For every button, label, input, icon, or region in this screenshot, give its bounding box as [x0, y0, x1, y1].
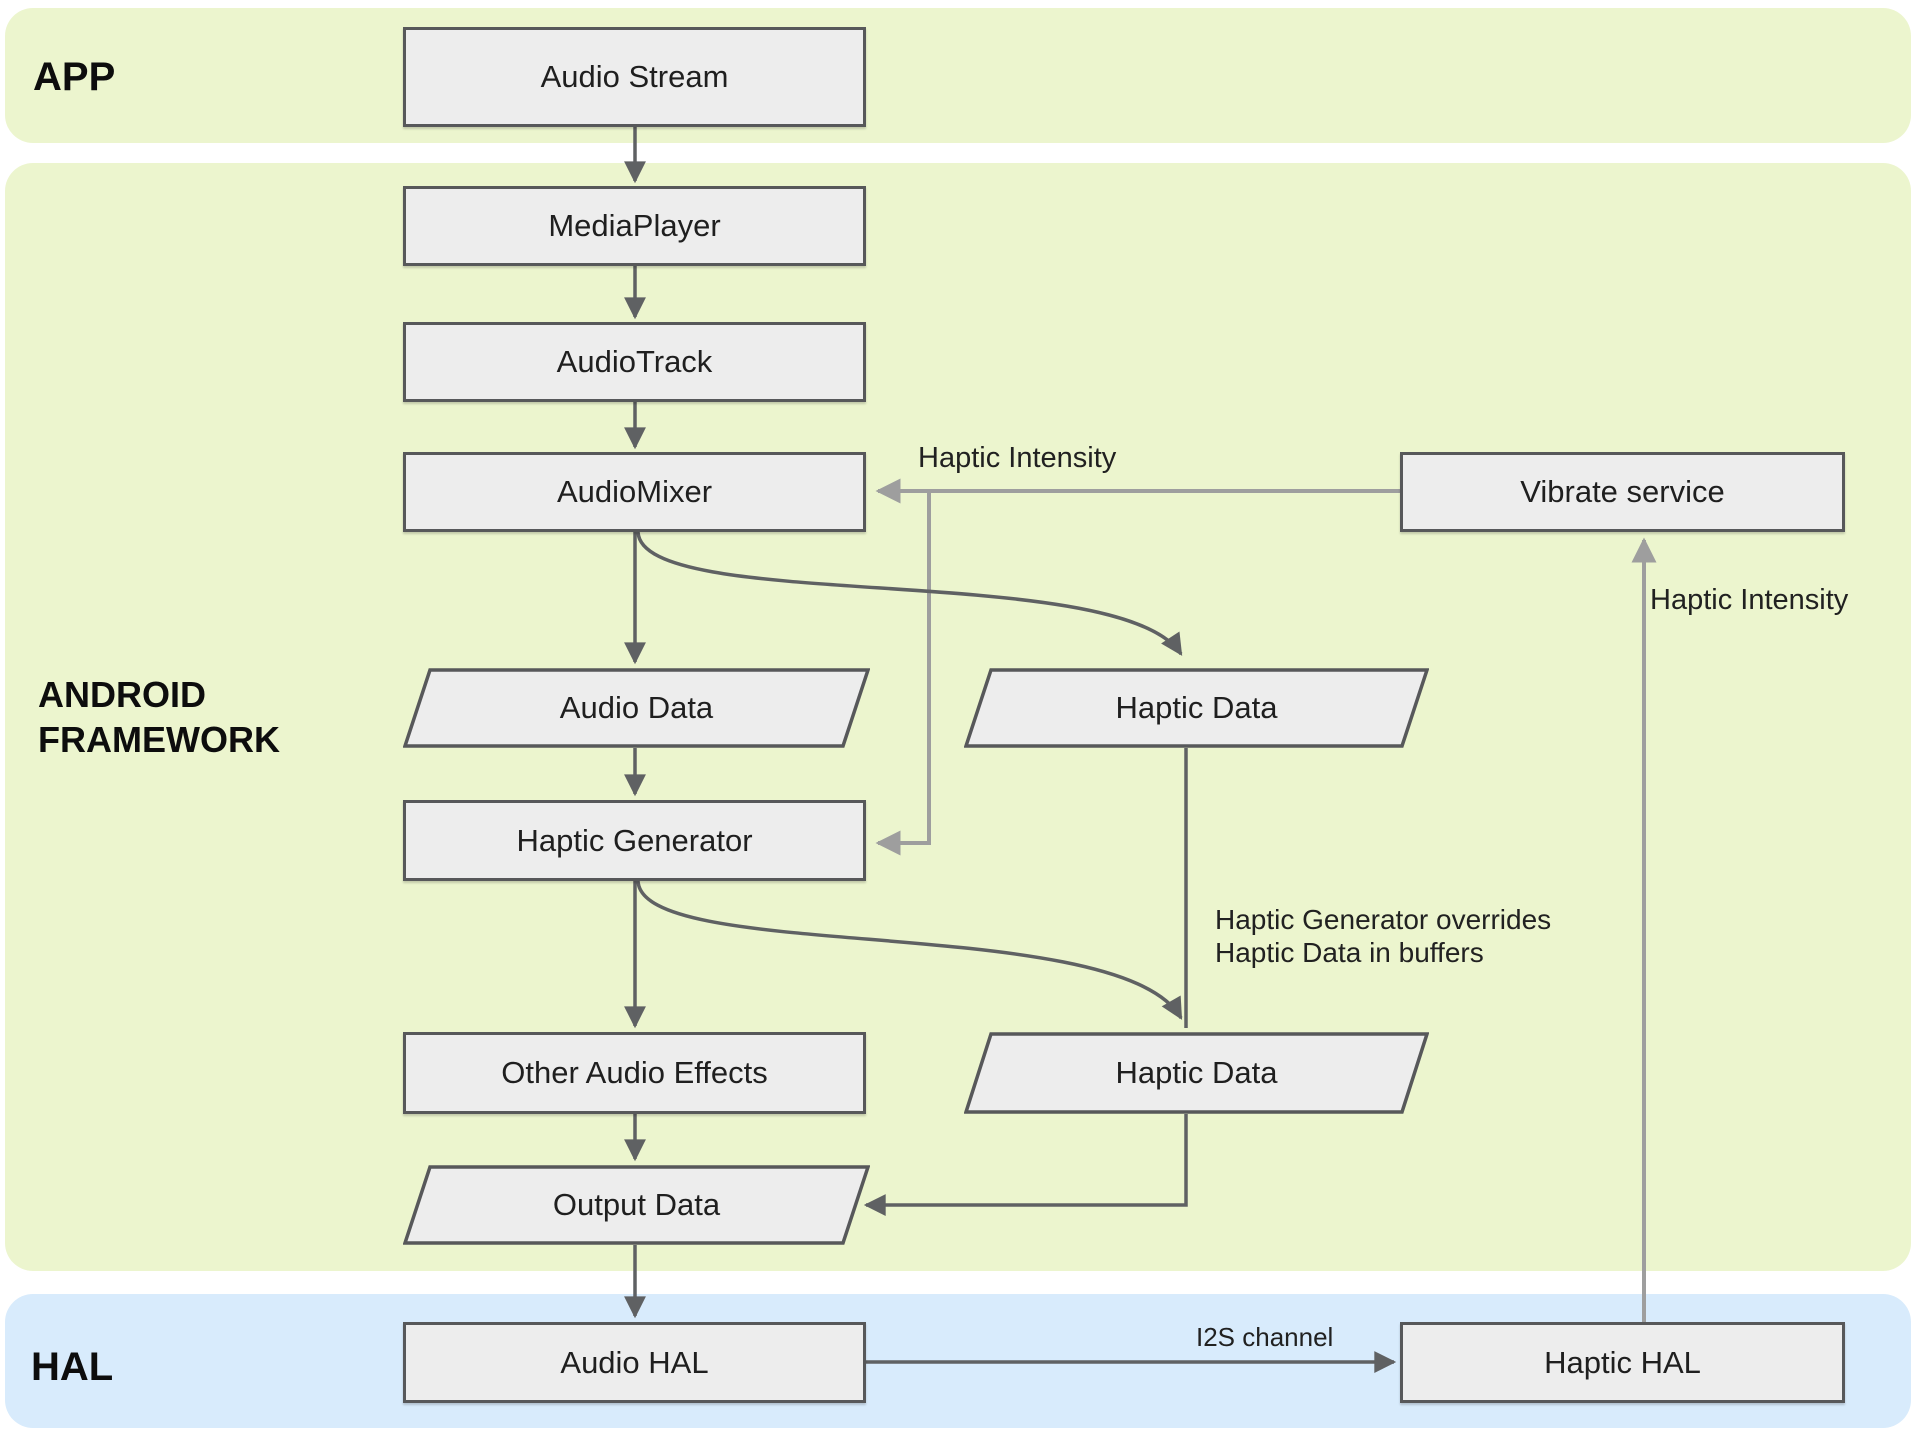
band-label-app: APP: [33, 55, 116, 99]
parallelogram-shape: [964, 1032, 1429, 1114]
node-haptic-data-2-label: Haptic Data: [1115, 1055, 1278, 1090]
node-audio-mixer-label: AudioMixer: [556, 474, 713, 509]
node-haptic-hal-label: Haptic HAL: [1544, 1344, 1701, 1380]
band-label-hal: HAL: [31, 1345, 114, 1389]
node-haptic-data-2: Haptic Data: [964, 1032, 1429, 1114]
label-i2s-channel: I2S channel: [1196, 1322, 1334, 1352]
node-audio-track-label: AudioTrack: [556, 344, 713, 379]
node-haptic-hal: Haptic HAL: [1400, 1322, 1845, 1403]
override-note-line2: Haptic Data in buffers: [1215, 937, 1484, 968]
node-audio-track: AudioTrack: [403, 322, 866, 402]
node-output-data: Output Data: [403, 1165, 870, 1245]
node-audio-hal-label: Audio HAL: [560, 1344, 709, 1380]
band-label-framework: FRAMEWORK: [38, 719, 280, 760]
node-output-data-label: Output Data: [552, 1187, 721, 1222]
band-label-android: ANDROID: [38, 674, 206, 715]
node-haptic-data-1-label: Haptic Data: [1115, 690, 1278, 725]
node-other-audio-effects-label: Other Audio Effects: [501, 1055, 768, 1090]
node-audio-stream: Audio Stream: [403, 27, 866, 127]
band-android-framework: [5, 163, 1911, 1271]
node-haptic-data-1: Haptic Data: [964, 668, 1429, 748]
node-audio-mixer: AudioMixer: [403, 452, 866, 532]
band-app: [5, 8, 1911, 143]
node-vibrate-service-label: Vibrate service: [1520, 474, 1725, 509]
node-audio-data: Audio Data: [403, 668, 870, 748]
parallelogram-shape: [403, 1165, 870, 1245]
band-label-android-framework: ANDROID FRAMEWORK: [38, 672, 280, 762]
node-audio-hal: Audio HAL: [403, 1322, 866, 1403]
node-audio-stream-label: Audio Stream: [540, 59, 729, 94]
label-haptic-intensity-mixer: Haptic Intensity: [918, 442, 1117, 474]
node-other-audio-effects: Other Audio Effects: [403, 1032, 866, 1114]
node-media-player: MediaPlayer: [403, 186, 866, 266]
override-note-line1: Haptic Generator overrides: [1215, 904, 1552, 935]
parallelogram-shape: [403, 668, 870, 748]
node-media-player-label: MediaPlayer: [548, 208, 721, 243]
label-haptic-intensity-vibrate: Haptic Intensity: [1650, 584, 1849, 616]
parallelogram-shape: [964, 668, 1429, 748]
label-haptic-generator-override-note: Haptic Generator overrides Haptic Data i…: [1215, 903, 1551, 969]
node-haptic-generator: Haptic Generator: [403, 800, 866, 881]
node-audio-data-label: Audio Data: [559, 690, 714, 725]
node-haptic-generator-label: Haptic Generator: [516, 822, 753, 858]
node-vibrate-service: Vibrate service: [1400, 452, 1845, 532]
